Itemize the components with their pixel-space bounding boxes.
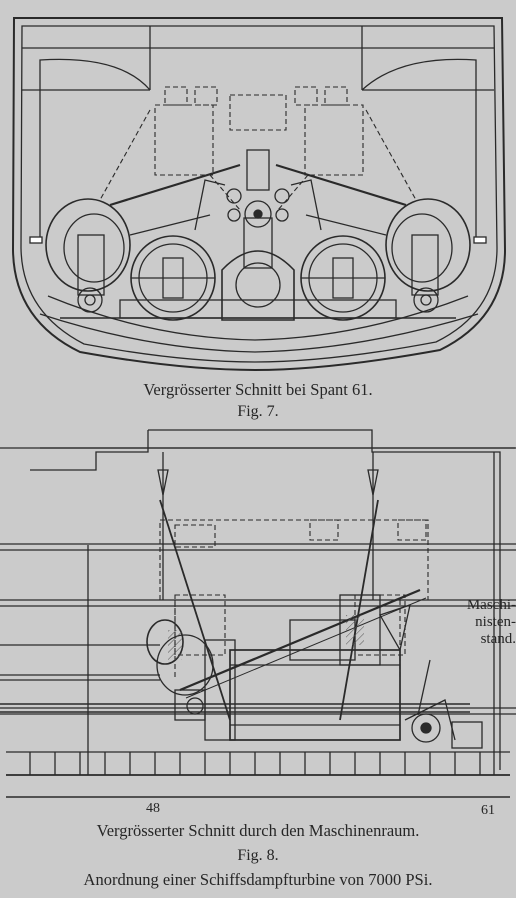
plate-title: Anordnung einer Schiffsdampfturbine von … bbox=[83, 870, 433, 889]
frame-number-left: 48 bbox=[146, 801, 160, 816]
turbine-right bbox=[300, 235, 386, 321]
cross-section-drawing bbox=[11, 17, 507, 372]
hull-outline bbox=[11, 17, 507, 372]
condenser-pump bbox=[146, 619, 214, 721]
right-condenser bbox=[385, 198, 471, 313]
dashed-superstructure bbox=[99, 86, 417, 211]
figure7-label: Fig. 7. bbox=[237, 403, 279, 420]
callout-line-3: stand. bbox=[480, 631, 516, 647]
turbine-center bbox=[221, 217, 295, 321]
ventilation-trunks bbox=[157, 452, 379, 721]
figure7-caption: Vergrösserter Schnitt bei Spant 61. bbox=[143, 380, 373, 399]
left-condenser bbox=[45, 198, 131, 313]
frame-number-right: 61 bbox=[481, 803, 495, 818]
valve-gear bbox=[194, 149, 322, 231]
machinist-station-callout: Maschi- nisten- stand. bbox=[420, 597, 516, 648]
callout-line-1: Maschi- bbox=[466, 597, 516, 613]
reversing-gear bbox=[339, 594, 483, 749]
longitudinal-section-drawing bbox=[0, 429, 516, 798]
callout-line-2: nisten- bbox=[475, 614, 516, 630]
bottom-frames bbox=[29, 752, 481, 775]
hull-inner-outline bbox=[20, 25, 498, 363]
figure8-caption: Vergrösserter Schnitt durch den Maschine… bbox=[96, 821, 420, 840]
figure8-label: Fig. 8. bbox=[237, 847, 279, 864]
turbine-left bbox=[130, 235, 216, 321]
